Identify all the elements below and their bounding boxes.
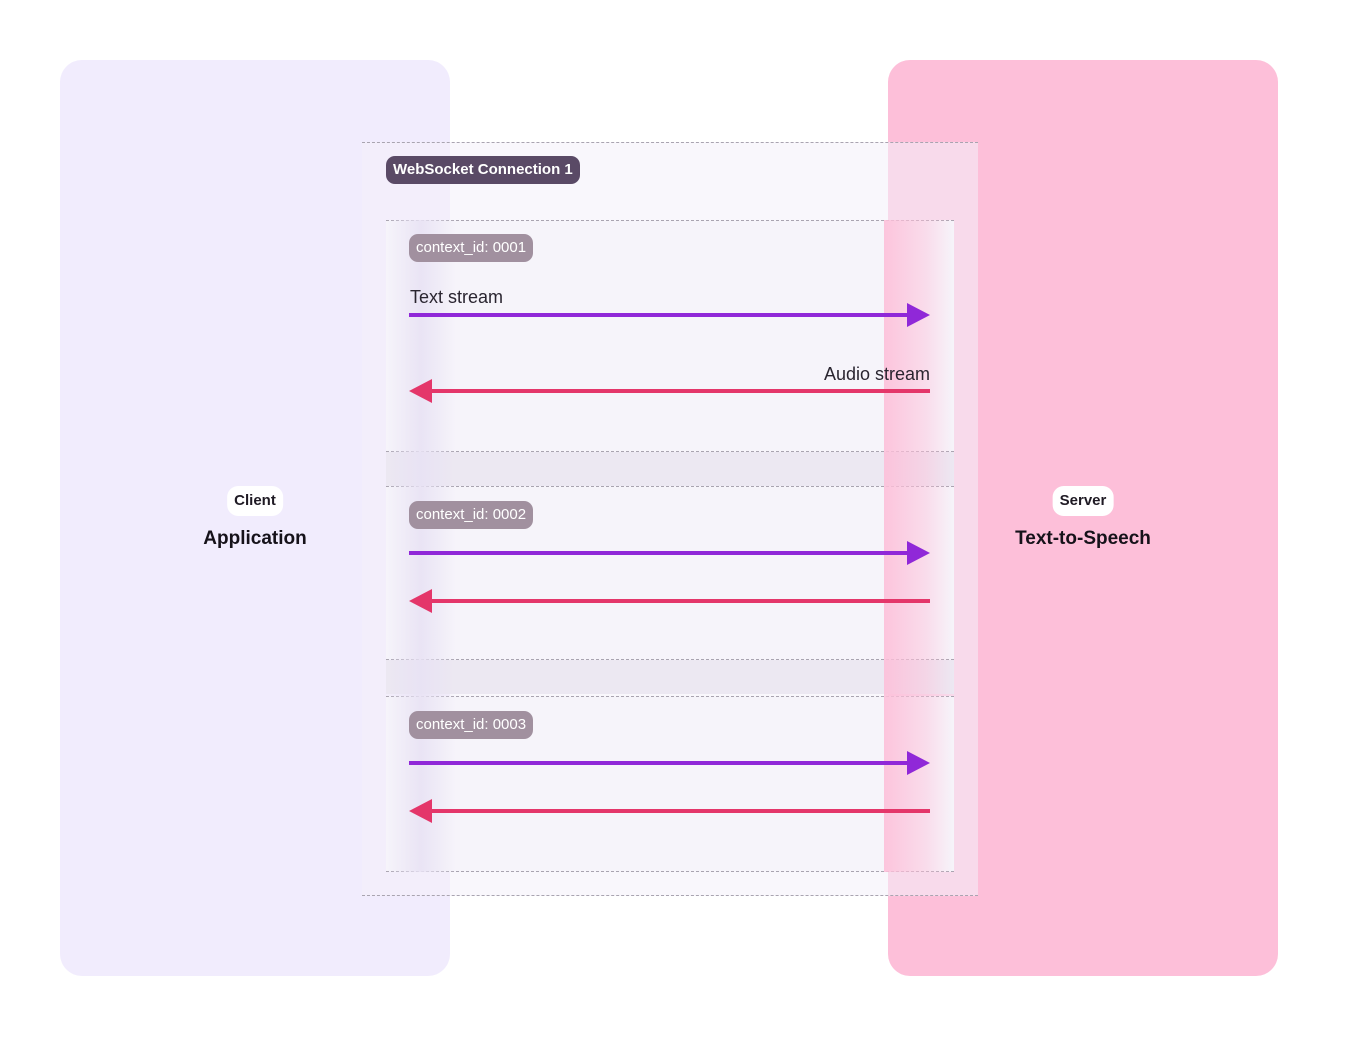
audio-stream-label: Audio stream <box>823 364 930 384</box>
session-gap <box>386 660 954 694</box>
server-name: Text-to-Speech <box>1015 528 1151 549</box>
client-name: Application <box>203 528 307 549</box>
text-stream-label: Text stream <box>410 287 504 307</box>
context-id-label-1: context_id: 0001 <box>409 234 534 262</box>
context-id-label-2: context_id: 0002 <box>409 501 534 529</box>
arrow-head-right-icon <box>907 751 930 775</box>
arrow-shaft <box>409 313 910 317</box>
websocket-connection-band <box>362 142 978 896</box>
arrow-shaft <box>409 761 910 765</box>
response-arrow-1 <box>409 379 930 403</box>
request-arrow-1 <box>409 303 930 327</box>
response-arrow-2 <box>409 589 930 613</box>
arrow-head-right-icon <box>907 303 930 327</box>
context-id-label-3: context_id: 0003 <box>409 711 534 739</box>
arrow-head-right-icon <box>907 541 930 565</box>
arrow-shaft <box>429 599 930 603</box>
response-arrow-3 <box>409 799 930 823</box>
connection-bottom-border <box>362 895 978 896</box>
arrow-shaft <box>409 551 910 555</box>
request-arrow-2 <box>409 541 930 565</box>
session-gap <box>386 452 954 486</box>
arrow-head-left-icon <box>409 799 432 823</box>
server-role-badge: Server <box>1052 486 1114 516</box>
connection-top-border <box>362 142 978 143</box>
websocket-connection-label: WebSocket Connection 1 <box>386 156 580 184</box>
arrow-shaft <box>429 389 930 393</box>
arrow-shaft <box>429 809 930 813</box>
arrow-head-left-icon <box>409 589 432 613</box>
arrow-head-left-icon <box>409 379 432 403</box>
client-role-badge: Client <box>227 486 283 516</box>
request-arrow-3 <box>409 751 930 775</box>
